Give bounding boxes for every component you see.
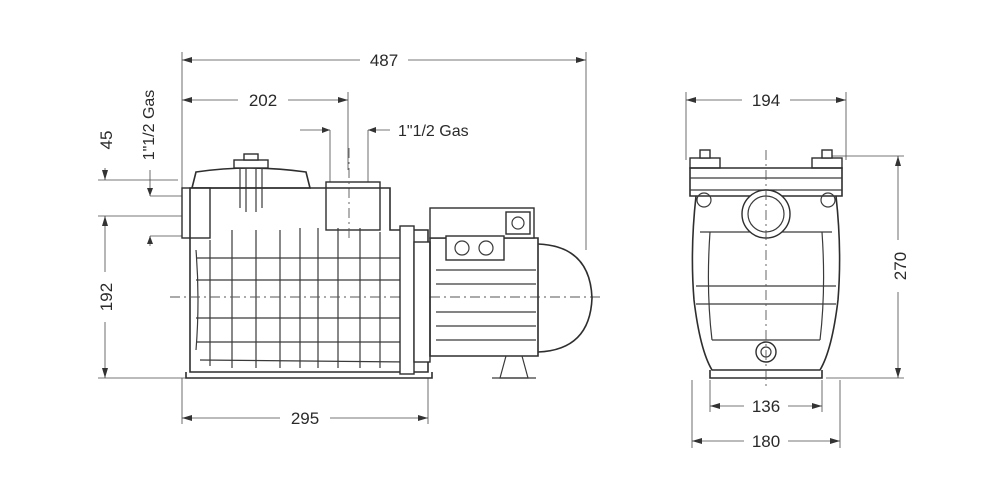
dim-label-136: 136 <box>752 397 780 416</box>
side-view: 487 202 1"1/2 Gas 45 <box>97 51 600 428</box>
front-view: 194 270 136 <box>685 91 910 451</box>
dim-inlet-to-outlet: 202 <box>182 91 349 170</box>
dim-shaft-height: 192 <box>97 215 186 379</box>
dim-body-length: 295 <box>181 378 429 428</box>
dim-label-194: 194 <box>752 91 780 110</box>
dim-label-295: 295 <box>291 409 319 428</box>
dim-label-45: 45 <box>97 131 116 150</box>
dim-label-192: 192 <box>97 283 116 311</box>
dim-label-180: 180 <box>752 432 780 451</box>
dim-label-202: 202 <box>249 91 277 110</box>
dim-overall-length: 487 <box>181 51 587 250</box>
dim-label-270: 270 <box>891 252 910 280</box>
dim-label-487: 487 <box>370 51 398 70</box>
dim-base-inner-width: 136 <box>709 380 823 416</box>
outlet-thread-label: 1"1/2 Gas <box>398 123 469 140</box>
dim-inlet-offset: 45 1"1/2 Gas <box>97 90 182 246</box>
dim-front-width-top: 194 <box>685 91 847 160</box>
front-pump-body <box>689 149 843 390</box>
side-pump-body <box>170 148 600 379</box>
dim-overall-height: 270 <box>826 155 910 379</box>
inlet-thread-label: 1"1/2 Gas <box>141 90 158 161</box>
outlet-connection: 1"1/2 Gas <box>300 123 469 182</box>
dim-base-outer-width: 180 <box>691 380 841 451</box>
